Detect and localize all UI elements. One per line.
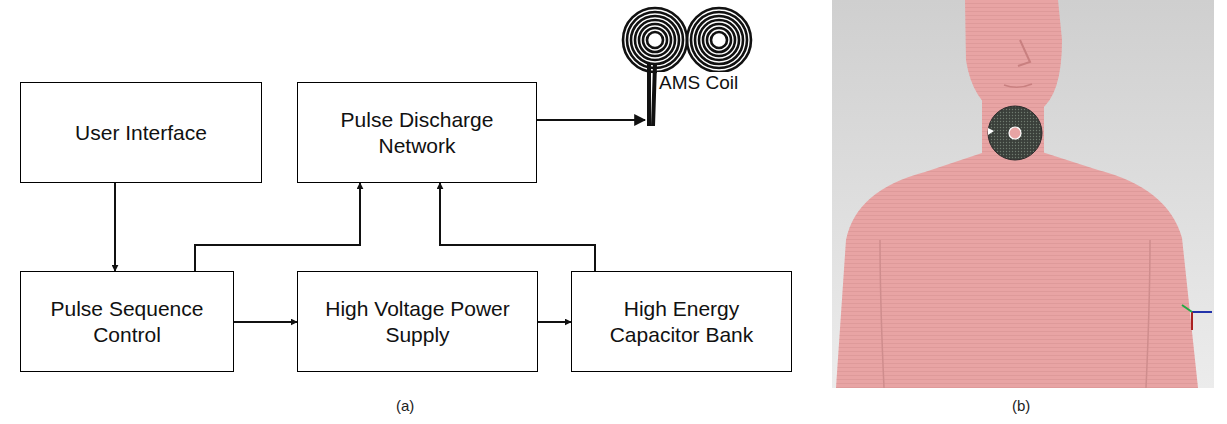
neck-coil: [988, 106, 1042, 160]
process-box: Pulse Sequence Control: [20, 271, 234, 372]
signal-arrow: [234, 321, 297, 323]
human-model: [836, 0, 1198, 388]
process-box: User Interface: [20, 82, 262, 183]
process-box: Pulse Discharge Network: [297, 82, 537, 183]
box-label: High Voltage Power Supply: [308, 296, 527, 346]
box-label: User Interface: [75, 120, 207, 145]
box-label: Pulse Discharge Network: [308, 107, 526, 157]
panel-label: (b): [1012, 397, 1030, 414]
process-box: High Energy Capacitor Bank: [571, 271, 792, 372]
signal-arrow: [538, 321, 571, 323]
signal-arrow: [537, 119, 645, 121]
signal-arrow: [440, 183, 595, 271]
coil-windings: [613, 6, 763, 136]
axis-icon: [1182, 305, 1212, 330]
signal-arrow: [114, 183, 116, 271]
box-label: High Energy Capacitor Bank: [582, 296, 781, 346]
coil-symbol: AMS Coil: [645, 6, 785, 128]
signal-arrow: [195, 183, 360, 271]
panel-label: (a): [396, 397, 414, 414]
coil-label: AMS Coil: [657, 72, 740, 95]
box-label: Pulse Sequence Control: [31, 296, 223, 346]
process-box: High Voltage Power Supply: [297, 271, 538, 372]
